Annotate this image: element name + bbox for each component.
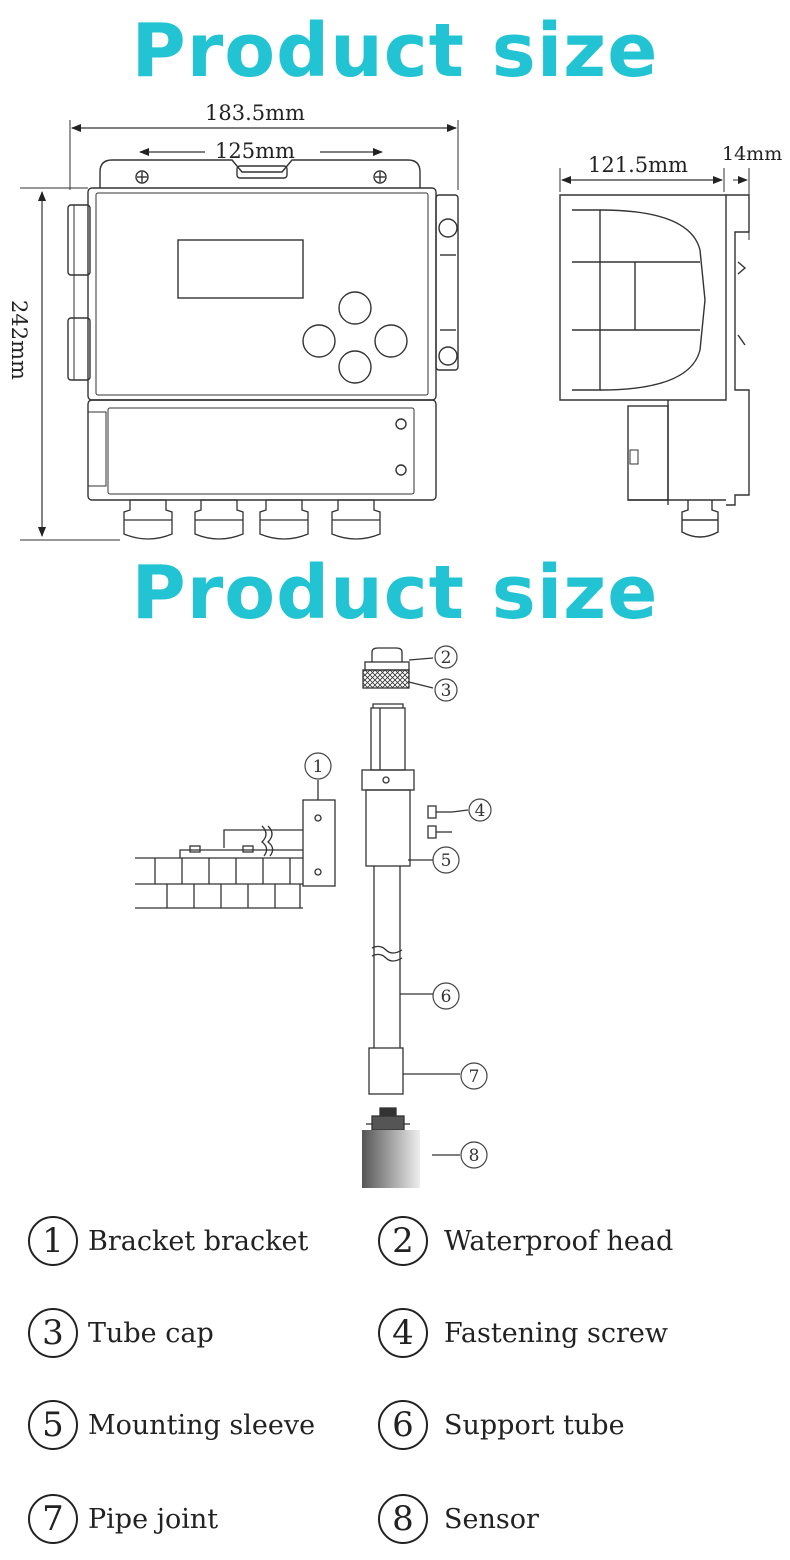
legend-item-waterproof-head: 2 Waterproof head [378,1216,673,1266]
dimension-depth: 121.5mm [588,153,688,177]
legend-item-sensor: 8 Sensor [378,1494,539,1544]
legend-item-fastening-screw: 4 Fastening screw [378,1308,668,1358]
legend-item-support-tube: 6 Support tube [378,1400,625,1450]
legend-label: Waterproof head [444,1225,674,1257]
legend-label: Mounting sleeve [88,1409,316,1441]
front-view-drawing [20,120,459,541]
legend-label: Sensor [444,1503,539,1535]
legend-label: Pipe joint [88,1503,219,1535]
legend-number: 2 [378,1216,428,1266]
callout-1: 1 [313,757,324,777]
callout-3: 3 [441,681,452,701]
legend-number: 1 [28,1216,78,1266]
legend-number: 3 [28,1308,78,1358]
legend-number: 8 [378,1494,428,1544]
dimension-hole-spacing: 125mm [215,139,295,163]
legend-item-tube-cap: 3 Tube cap [28,1308,214,1358]
callout-2: 2 [441,648,452,668]
callout-markers [304,645,492,1169]
parts-legend: 1 Bracket bracket 2 Waterproof head 3 Tu… [0,1200,790,1560]
section-title-product-size: Product size [131,550,659,636]
legend-label: Support tube [444,1409,625,1441]
dimension-height: 242mm [7,300,31,380]
callout-6: 6 [441,987,452,1007]
dimension-width: 183.5mm [205,101,305,125]
installation-diagram [135,647,469,1188]
callout-8: 8 [469,1146,480,1166]
callout-5: 5 [441,851,452,871]
legend-number: 7 [28,1494,78,1544]
legend-item-mounting-sleeve: 5 Mounting sleeve [28,1400,315,1450]
callout-4: 4 [475,801,486,821]
legend-label: Tube cap [88,1317,214,1349]
legend-label: Fastening screw [444,1317,668,1349]
callout-7: 7 [469,1067,480,1087]
legend-number: 6 [378,1400,428,1450]
legend-item-bracket: 1 Bracket bracket [28,1216,308,1266]
technical-drawing: 183.5mm 125mm 242mm 121.5mm 14mm [7,101,782,1188]
legend-number: 4 [378,1308,428,1358]
legend-number: 5 [28,1400,78,1450]
side-view-drawing [559,168,750,538]
legend-item-pipe-joint: 7 Pipe joint [28,1494,218,1544]
dimension-bracket: 14mm [722,143,782,165]
legend-label: Bracket bracket [88,1225,309,1257]
page-title-product-size: Product size [131,8,659,94]
